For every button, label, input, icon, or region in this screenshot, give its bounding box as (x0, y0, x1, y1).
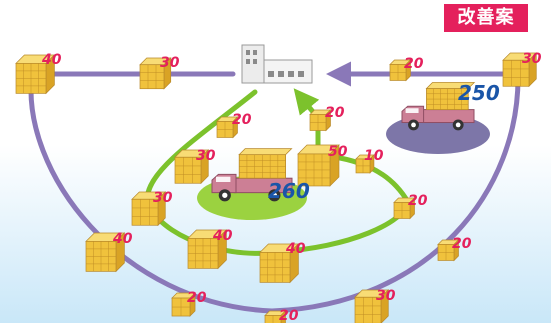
inner-route-quantity-label: 20 (325, 105, 345, 121)
box-stack-icon (355, 154, 375, 174)
box-stack-icon (264, 310, 287, 323)
box-stack-icon (389, 59, 412, 82)
inner-route-quantity-label: 20 (408, 193, 428, 209)
outer-route-quantity-label: 20 (187, 290, 207, 306)
box-stack-icon (259, 243, 300, 284)
outer-route-quantity-label: 30 (376, 288, 396, 304)
box-stack-icon (131, 191, 167, 227)
box-stack-icon (502, 52, 538, 88)
box-stack-icon (393, 197, 416, 220)
truck-load-label: 260 (268, 179, 310, 203)
box-stack-icon (187, 229, 228, 270)
outer-route-quantity-label: 20 (279, 308, 299, 323)
inner-route-quantity-label: 10 (364, 148, 384, 164)
inner-route-quantity-label: 50 (328, 144, 348, 160)
outer-route-quantity-label: 20 (404, 56, 424, 72)
box-stack-icon (309, 109, 332, 132)
factory-icon (241, 44, 313, 84)
box-stack-icon (297, 144, 340, 187)
box-stack-icon (174, 149, 210, 185)
inner-route-quantity-label: 20 (232, 112, 252, 128)
inner-route-quantity-label: 40 (212, 228, 233, 244)
box-stack-icon (216, 116, 239, 139)
box-stack-icon (171, 292, 196, 317)
truck-icon (401, 82, 476, 131)
outer-route-quantity-label: 40 (41, 52, 62, 68)
box-stack-icon (139, 57, 172, 90)
outer-route-quantity-label: 30 (522, 51, 542, 67)
box-stack-icon (437, 239, 460, 262)
outer-route-quantity-label: 30 (160, 55, 180, 71)
truck-load-label: 250 (458, 81, 500, 105)
outer-route-quantity-label: 40 (112, 231, 133, 247)
box-stack-icon (15, 54, 56, 95)
box-stack-icon (354, 289, 390, 323)
box-stack-icon (85, 232, 126, 273)
inner-route-quantity-label: 30 (153, 190, 173, 206)
inner-route-quantity-label: 40 (285, 241, 306, 257)
improvement-plan-badge: 改善案 (444, 4, 528, 32)
outer-route-quantity-label: 20 (452, 236, 472, 252)
truck-icon (211, 148, 293, 202)
inner-route-quantity-label: 30 (196, 148, 216, 164)
